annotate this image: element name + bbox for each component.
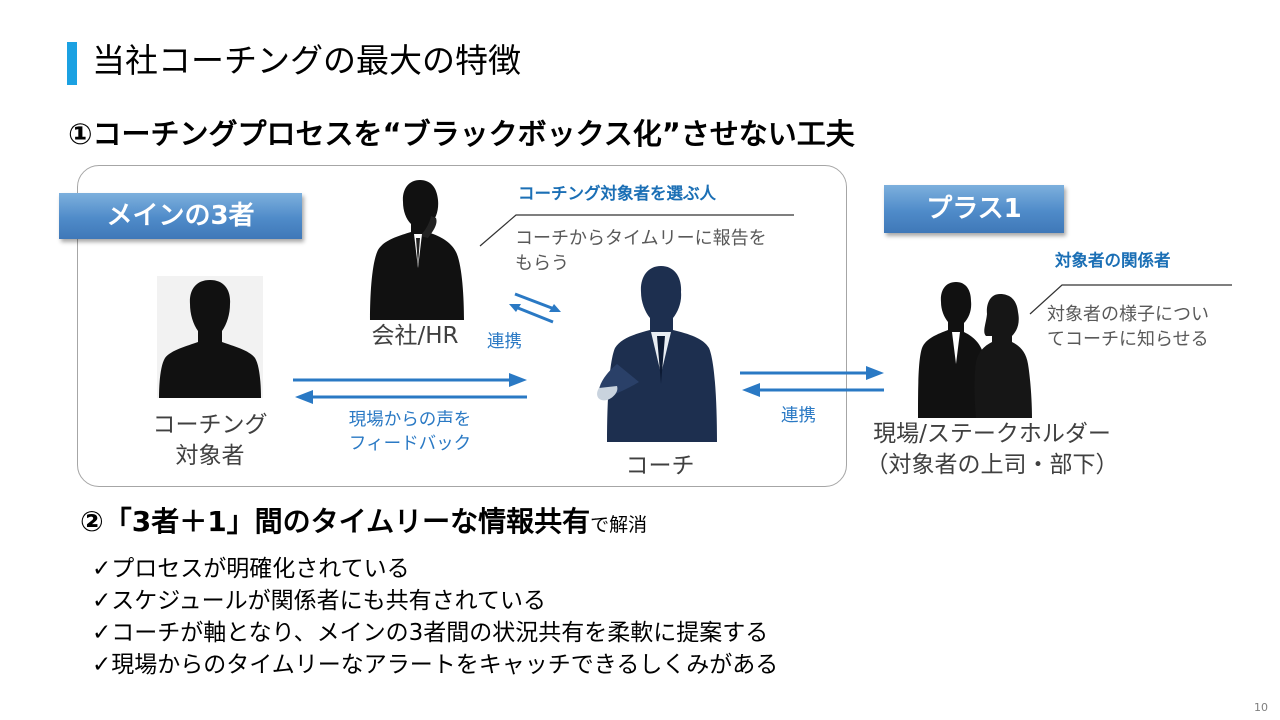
selector-note-line2: もらう: [515, 253, 569, 274]
feedback-label-line1: 現場からの声を: [348, 410, 472, 430]
company-hr-label: 会社/HR: [371, 323, 459, 349]
stakeholder-label: 現場/ステークホルダー （対象者の上司・部下）: [856, 419, 1128, 481]
title-accent-bar: [67, 42, 77, 85]
section-heading-2: ②「3者＋1」間のタイムリーな情報共有で解消: [80, 500, 647, 540]
stakeholder-heading: 対象者の関係者: [1055, 251, 1171, 270]
checklist-item: ✓プロセスが明確化されている: [92, 556, 410, 582]
coach-silhouette-icon: [597, 266, 717, 442]
page-title: 当社コーチングの最大の特徴: [92, 41, 521, 80]
coachee-silhouette-icon: [157, 276, 263, 398]
selector-callout-line: [479, 214, 794, 247]
stakeholder-note-line1: 対象者の様子につい: [1047, 304, 1209, 325]
main-three-group-frame: [77, 165, 847, 487]
checklist-item: ✓現場からのタイムリーなアラートをキャッチできるしくみがある: [92, 652, 779, 678]
stakeholder-note: 対象者の様子につい てコーチに知らせる: [1047, 302, 1209, 352]
section-heading-2-suffix: で解消: [590, 514, 648, 536]
selector-note: コーチからタイムリーに報告を もらう: [515, 226, 767, 276]
coach-stakeholder-arrows: [740, 366, 884, 397]
coach-label: コーチ: [625, 453, 695, 479]
stakeholder-label-line1: 現場/ステークホルダー: [873, 421, 1111, 447]
coachee-label-line1: コーチング: [152, 412, 268, 438]
stakeholders-silhouette-icon: [918, 282, 1032, 418]
section-heading-1: ①コーチングプロセスを“ブラックボックス化”させない工夫: [68, 117, 855, 151]
checklist-item: ✓コーチが軸となり、メインの3者間の状況共有を柔軟に提案する: [92, 620, 769, 646]
link-label-stakeholder: 連携: [781, 406, 816, 426]
page-number: 10: [1254, 701, 1268, 714]
company-hr-silhouette-icon: [370, 180, 464, 320]
selector-note-line1: コーチからタイムリーに報告を: [515, 228, 767, 249]
coachee-coach-arrows: [293, 373, 527, 404]
plus-one-tag: プラス1: [884, 185, 1064, 233]
selector-heading: コーチング対象者を選ぶ人: [518, 184, 716, 203]
stakeholder-label-line2: （対象者の上司・部下）: [865, 452, 1119, 478]
stakeholder-callout-line: [1029, 284, 1232, 315]
main-three-tag: メインの3者: [59, 193, 302, 239]
feedback-label-line2: フィードバック: [348, 434, 472, 454]
stakeholder-note-line2: てコーチに知らせる: [1047, 329, 1209, 350]
section-heading-2-main: ②「3者＋1」間のタイムリーな情報共有: [80, 505, 591, 538]
coachee-label-line2: 対象者: [175, 443, 245, 469]
checklist-item: ✓スケジュールが関係者にも共有されている: [92, 588, 546, 614]
feedback-label: 現場からの声を フィードバック: [330, 408, 490, 456]
feature-checklist: ✓プロセスが明確化されている ✓スケジュールが関係者にも共有されている ✓コーチ…: [92, 553, 778, 681]
coachee-label: コーチング 対象者: [140, 410, 280, 472]
hr-coach-link-arrows: [509, 292, 561, 324]
link-label-hr: 連携: [487, 332, 522, 352]
